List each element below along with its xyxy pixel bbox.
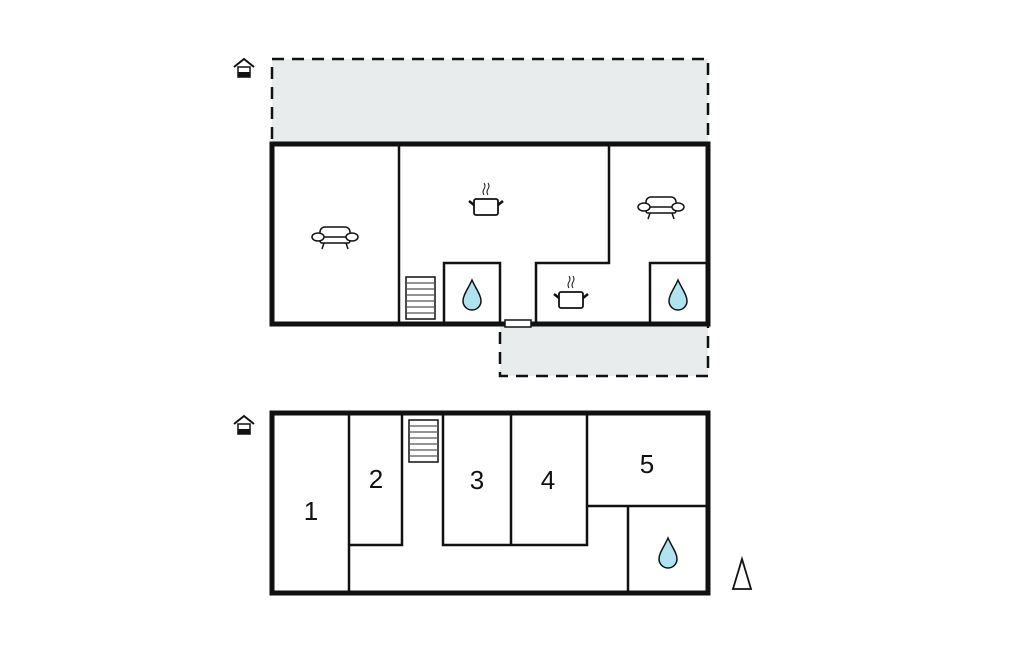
stairs-icon	[405, 276, 436, 320]
room-label-3: 3	[470, 465, 484, 495]
room-label-2: 2	[369, 464, 383, 494]
north-arrow-icon	[731, 555, 753, 590]
room-label-4: 4	[541, 465, 555, 495]
house-entrance-icon	[233, 58, 255, 78]
house-entrance-icon	[233, 415, 255, 435]
upper-floor-outline	[269, 410, 711, 596]
upper-floor-plan: 1 2 3 4 5	[233, 410, 753, 596]
terrace-north	[270, 57, 710, 145]
room-label-1: 1	[304, 496, 318, 526]
interior-walls	[397, 144, 710, 326]
terrace-south	[498, 322, 710, 378]
stairs-icon	[408, 419, 439, 463]
ground-floor-plan	[233, 57, 711, 378]
interior-walls	[347, 413, 708, 593]
door-icon	[504, 319, 532, 328]
room-label-5: 5	[640, 449, 654, 479]
